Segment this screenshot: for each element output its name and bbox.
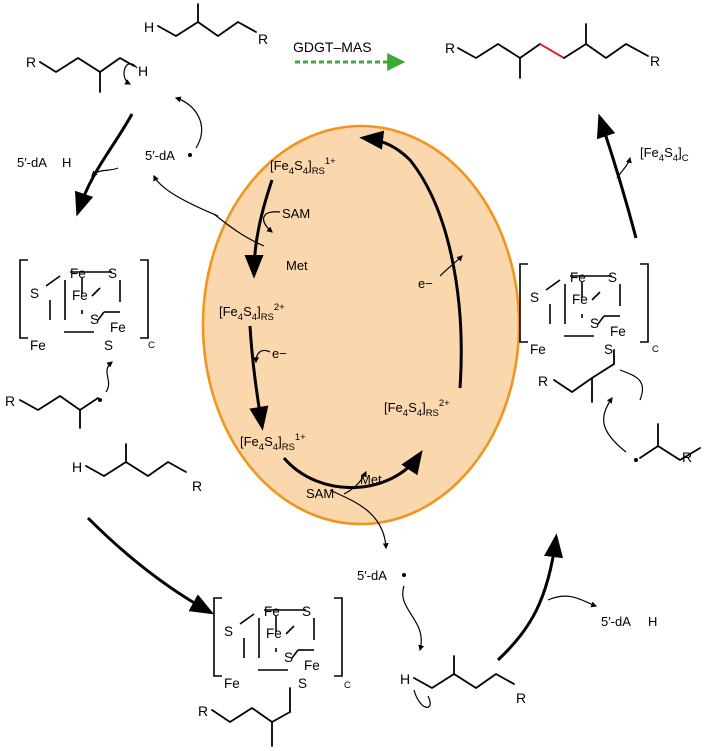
svg-text:Fe: Fe [72,288,88,303]
gdgt-mas-arrow: GDGT–MAS [293,39,406,71]
svg-text:S: S [108,266,117,281]
svg-text:S: S [90,312,99,327]
cluster-right: Fe S S Fe S Fe Fe S C [519,263,659,357]
adduct-bottom: R [198,687,291,747]
svg-text:Fe: Fe [30,338,46,353]
catalytic-ellipse [201,124,521,526]
cycle-arrow-right-bottom [496,533,564,662]
svg-text:S: S [608,270,617,285]
h-blue-label: H [144,19,154,35]
intermediate-right: R R [538,349,701,465]
dah-h-blue: H [648,614,657,629]
svg-text:Fe: Fe [610,324,626,339]
svg-text:Fe: Fe [570,270,586,285]
svg-text:e−: e− [418,276,433,291]
svg-text:Fe: Fe [530,342,546,357]
substrate-middle-left: H R [72,443,202,494]
svg-text:C: C [344,680,351,691]
dah-label-right: 5′-dA [601,614,631,629]
svg-text:S: S [224,624,233,639]
svg-text:Fe: Fe [110,320,126,335]
fe4s4-rs-2plus-right: [Fe4S4]RS2+ [384,398,450,419]
da-radical-label: 5′-dA [145,148,175,163]
svg-text:R: R [192,478,202,494]
svg-text:SAM: SAM [282,206,310,221]
dah-h-red: H [62,155,71,170]
cluster-left: Fe S S Fe S Fe Fe S C [19,259,155,353]
svg-text:R: R [538,373,548,389]
svg-text:S: S [104,338,113,353]
inner-cycle: [Fe4S4]RS1+ SAM Met [Fe4S4]RS2+ e− [Fe4S… [153,130,463,550]
h-red-label: H [138,63,148,79]
enzyme-label: GDGT–MAS [293,39,372,55]
fe4s4-c-release-label: [Fe4S4]C [640,145,689,164]
fe4s4-rs-1plus-bottom: [Fe4S4]RS1+ [240,432,306,453]
svg-text:H: H [400,671,410,687]
cycle-arrow-left-bottom [86,516,215,615]
fe4s4-rs-2plus-left: [Fe4S4]RS2+ [219,302,285,323]
svg-text:Fe: Fe [572,292,588,307]
svg-text:S: S [298,676,307,691]
radical-intermediate-left: R [5,361,113,429]
r-label: R [26,54,36,70]
svg-text:S: S [530,290,539,305]
dah-release-arrow [91,167,119,177]
substrate-bottom: H R [400,655,526,708]
cycle-arrow-right-top [596,113,638,239]
r-label: R [258,31,268,47]
svg-text:C: C [652,344,659,355]
svg-text:e−: e− [272,346,287,361]
svg-text:[Fe4S4]C: [Fe4S4]C [640,145,689,164]
svg-text:Met: Met [286,258,308,273]
r-label: R [445,40,455,56]
svg-text:Fe: Fe [70,266,86,281]
fe4s4-rs-1plus-top: [Fe4S4]RS1+ [270,156,336,177]
product-top-right: R R [445,23,660,79]
svg-text:SAM: SAM [306,486,334,501]
svg-text:Fe: Fe [266,626,282,641]
svg-text:Fe: Fe [264,604,280,619]
substrate-top-left: R H [26,54,148,93]
svg-text:S: S [604,342,613,357]
svg-text:H: H [72,459,82,475]
svg-text:S: S [284,650,293,665]
svg-text:R: R [516,690,526,706]
r-label: R [650,53,660,69]
svg-text:Fe: Fe [304,658,320,673]
svg-text:R: R [198,703,208,719]
svg-text:S: S [590,316,599,331]
svg-text:S: S [30,286,39,301]
svg-text:C: C [148,340,155,351]
svg-text:Fe: Fe [224,676,240,691]
svg-text:R: R [5,393,15,409]
substrate-top-middle: H R [144,3,268,47]
da-radical-bottom: 5′-dA [357,568,387,583]
svg-text:R: R [682,449,692,465]
cluster-bottom: Fe S S Fe S Fe Fe S C [213,597,351,691]
svg-text:S: S [302,604,311,619]
dah-label: 5′-dA [17,155,47,170]
cycle-arrow-left-top [74,113,134,217]
